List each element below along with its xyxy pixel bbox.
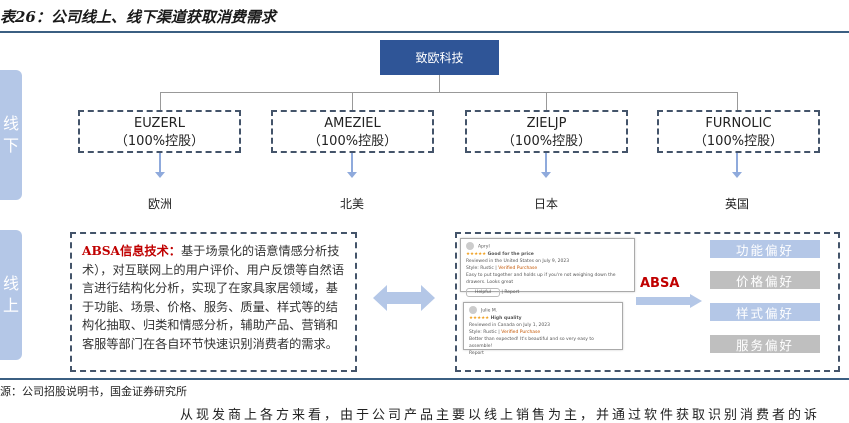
preference-service: 服务偏好: [710, 335, 820, 353]
connector: [439, 75, 440, 92]
absa-description: ABSA信息技术：基于场景化的语意情感分析技术），对互联网上的用户评价、用户反馈…: [70, 232, 357, 372]
connector: [160, 92, 738, 93]
subsidiary-name: ZIELJP: [526, 116, 567, 131]
verified-badge: Verified Purchase: [501, 329, 541, 335]
reviewer-name: Julie M.: [481, 308, 498, 314]
star-rating: ★★★★★: [469, 315, 490, 321]
absa-body: 基于场景化的语意情感分析技术），对互联网上的用户评价、用户反馈等自然语言进行结构…: [82, 244, 345, 351]
subsidiary-name: AMEZIEL: [324, 116, 381, 131]
arrow-right-icon: [636, 294, 702, 308]
subsidiary-box: AMEZIEL （100%控股）: [271, 110, 434, 153]
subsidiary-share: （100%控股）: [307, 134, 398, 149]
report-link[interactable]: Report: [469, 350, 484, 356]
figure-title: 表26：公司线上、线下渠道获取消费需求: [0, 8, 276, 26]
reviewer-name: Apryl: [478, 244, 490, 250]
review-headline: Good for the price: [487, 251, 534, 257]
source-note: 源：公司招股说明书，国金证券研究所: [0, 385, 187, 398]
region-label: 欧洲: [147, 197, 172, 211]
company-box: 致欧科技: [380, 40, 499, 75]
subsidiary-box: EUZERL （100%控股）: [78, 110, 241, 153]
review-card: Julie M. ★★★★★ High quality Reviewed in …: [463, 302, 623, 356]
subsidiary-share: （100%控股）: [114, 134, 205, 149]
connector: [737, 92, 738, 110]
subsidiary-box: ZIELJP （100%控股）: [465, 110, 628, 153]
online-char: 线: [2, 274, 19, 293]
preference-price: 价格偏好: [710, 271, 820, 289]
review-text: Easy to put together and holds up if you…: [466, 272, 616, 285]
review-meta: Reviewed in Canada on July 1, 2023: [469, 322, 550, 328]
region-label: 北美: [339, 197, 364, 211]
title-divider: [0, 31, 849, 33]
region-label: 日本: [533, 197, 558, 211]
verified-badge: Verified Purchase: [498, 265, 538, 271]
star-rating: ★★★★★: [466, 251, 487, 257]
avatar: [469, 306, 477, 314]
absa-label: ABSA: [640, 276, 680, 291]
footer-divider: [0, 378, 849, 380]
preference-style: 样式偏好: [710, 303, 820, 321]
arrow-down-icon: [347, 153, 357, 178]
subsidiary-share: （100%控股）: [693, 134, 784, 149]
helpful-button[interactable]: Helpful: [466, 287, 500, 297]
report-link[interactable]: Report: [504, 289, 520, 295]
absa-heading: ABSA信息技术：: [82, 244, 181, 258]
arrow-down-icon: [155, 153, 165, 178]
offline-char: 下: [2, 136, 19, 155]
connector: [546, 92, 547, 110]
preference-function: 功能偏好: [710, 240, 820, 258]
subsidiary-box: FURNOLIC （100%控股）: [657, 110, 820, 153]
offline-tab: 线下: [0, 70, 22, 200]
review-card: Apryl ★★★★★ Good for the price Reviewed …: [460, 238, 635, 297]
double-arrow-icon: [373, 285, 435, 311]
arrow-down-icon: [732, 153, 742, 178]
review-headline: High quality: [490, 315, 522, 321]
connector: [352, 92, 353, 110]
review-style: Style: Rustic: [466, 265, 494, 271]
offline-char: 线: [2, 114, 19, 133]
subsidiary-name: EUZERL: [134, 116, 185, 131]
connector: [160, 92, 161, 110]
subsidiary-share: （100%控股）: [501, 134, 592, 149]
review-text: Better than expected! It's beautiful and…: [469, 336, 594, 349]
review-style: Style: Rustic: [469, 329, 497, 335]
review-analysis-box: [455, 232, 840, 372]
region-label: 英国: [724, 197, 749, 211]
avatar: [466, 242, 474, 250]
arrow-down-icon: [541, 153, 551, 178]
review-meta: Reviewed in the United States on July 9,…: [466, 258, 570, 264]
subsidiary-name: FURNOLIC: [705, 116, 772, 131]
online-tab: 线上: [0, 230, 22, 360]
online-char: 上: [2, 296, 19, 315]
